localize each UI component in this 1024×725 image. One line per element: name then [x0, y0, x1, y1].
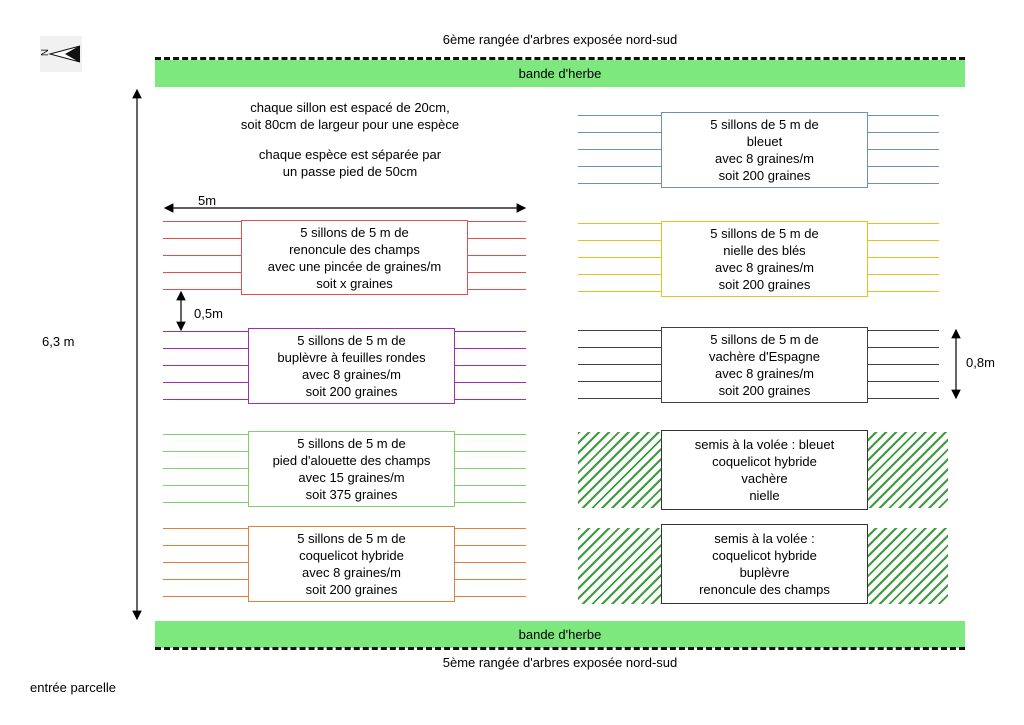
plot-text-line: 5 sillons de 5 m de [710, 226, 819, 241]
spacing-note: chaque sillon est espacé de 20cm, soit 8… [180, 99, 520, 180]
top-grass-band: bande d'herbe [155, 60, 965, 87]
broadcast-plot-1-box: semis à la volée : bleuet coquelicot hybr… [661, 430, 868, 510]
plot-text-line: coquelicot hybride [712, 454, 817, 469]
plot-text-line: avec 8 graines/m [715, 151, 814, 166]
broadcast-plot-2-box: semis à la volée : coquelicot hybride bupl… [661, 524, 868, 604]
north-arrow: N [40, 36, 82, 72]
note-line-1: chaque sillon est espacé de 20cm, [250, 100, 450, 115]
note-line-4: un passe pied de 50cm [282, 164, 418, 179]
top-tree-row-label: 6ème rangée d'arbres exposée nord-sud [442, 32, 678, 47]
bottom-tree-row-label: 5ème rangée d'arbres exposée nord-sud [442, 655, 678, 670]
plot-text-line: soit 200 graines [718, 383, 811, 398]
plot-text-line: soit 200 graines [718, 277, 811, 292]
plot-bupleve: 5 sillons de 5 m de buplèvre à feuilles r… [163, 328, 526, 404]
plot-text-line: nielle [749, 488, 780, 503]
plot-text-line: avec 8 graines/m [715, 366, 814, 381]
plot-text-line: soit 200 graines [718, 168, 811, 183]
plot-coquelicot: 5 sillons de 5 m de coquelicot hybride ave… [163, 526, 526, 602]
plot-text-line: vachère d'Espagne [709, 349, 820, 364]
plot-pied-alouette: 5 sillons de 5 m de pied d'alouette des c… [163, 431, 526, 507]
plot-nielle-box: 5 sillons de 5 m de nielle des blés avec 8… [661, 221, 868, 297]
bottom-grass-band: bande d'herbe [155, 621, 965, 648]
plot-text-line: avec une pincée de graines/m [267, 258, 442, 274]
note-line-2: soit 80cm de largeur pour une espèce [240, 117, 460, 132]
plot-text-line: buplèvre [739, 565, 790, 580]
plot-text-line: pied d'alouette des champs [272, 453, 431, 468]
plot-vachere: 5 sillons de 5 m de vachère d'Espagne avec… [578, 327, 939, 403]
plot-text-line: nielle des blés [723, 243, 806, 258]
plot-bleuet: 5 sillons de 5 m de bleuet avec 8 graines/… [578, 112, 939, 188]
plot-height-label: 0,8m [966, 355, 995, 370]
plot-text-line: soit 375 graines [305, 487, 398, 502]
plot-nielle: 5 sillons de 5 m de nielle des blés avec 8… [578, 221, 939, 297]
plot-vachere-box: 5 sillons de 5 m de vachère d'Espagne avec… [661, 327, 868, 403]
plot-text-line: renoncule des champs [289, 241, 420, 257]
plot-text-line: 5 sillons de 5 m de [710, 332, 819, 347]
entrance-label: entrée parcelle [30, 680, 116, 695]
bottom-dashed-line [155, 647, 965, 650]
total-height-label: 6,3 m [42, 334, 75, 349]
plot-coquelicot-box: 5 sillons de 5 m de coquelicot hybride ave… [248, 526, 455, 602]
plot-bleuet-box: 5 sillons de 5 m de bleuet avec 8 graines/… [661, 112, 868, 188]
compass-arrow-icon [48, 45, 81, 63]
plot-text-line: semis à la volée : bleuet [694, 437, 835, 452]
plot-pied-alouette-box: 5 sillons de 5 m de pied d'alouette des c… [248, 431, 455, 507]
gap-label: 0,5m [194, 306, 223, 321]
plot-bupleve-box: 5 sillons de 5 m de buplèvre à feuilles r… [248, 328, 455, 404]
plot-text-line: soit 200 graines [305, 582, 398, 597]
plot-text-line: coquelicot hybride [712, 548, 817, 563]
plot-text-line: 5 sillons de 5 m de [710, 117, 819, 132]
note-line-3: chaque espèce est séparée par [258, 147, 442, 162]
plot-text-line: vachère [741, 471, 788, 486]
plot-text-line: buplèvre à feuilles rondes [277, 350, 426, 365]
plot-text-line: bleuet [746, 134, 783, 149]
plot-text-line: 5 sillons de 5 m de [300, 224, 409, 240]
plot-text-line: 5 sillons de 5 m de [297, 531, 406, 546]
plot-text-line: avec 15 graines/m [298, 470, 405, 485]
plot-text-line: soit x graines [316, 275, 393, 291]
plot-text-line: 5 sillons de 5 m de [297, 436, 406, 451]
plot-text-line: semis à la volée : [714, 531, 815, 546]
plot-text-line: avec 8 graines/m [715, 260, 814, 275]
plot-text-line: renoncule des champs [699, 582, 830, 597]
top-dashed-line [155, 57, 965, 60]
plot-text-line: avec 8 graines/m [302, 367, 401, 382]
plot-text-line: avec 8 graines/m [302, 565, 401, 580]
plot-text-line: coquelicot hybride [299, 548, 404, 563]
plot-text-line: soit 200 graines [305, 384, 398, 399]
plot-text-line: 5 sillons de 5 m de [297, 333, 406, 348]
